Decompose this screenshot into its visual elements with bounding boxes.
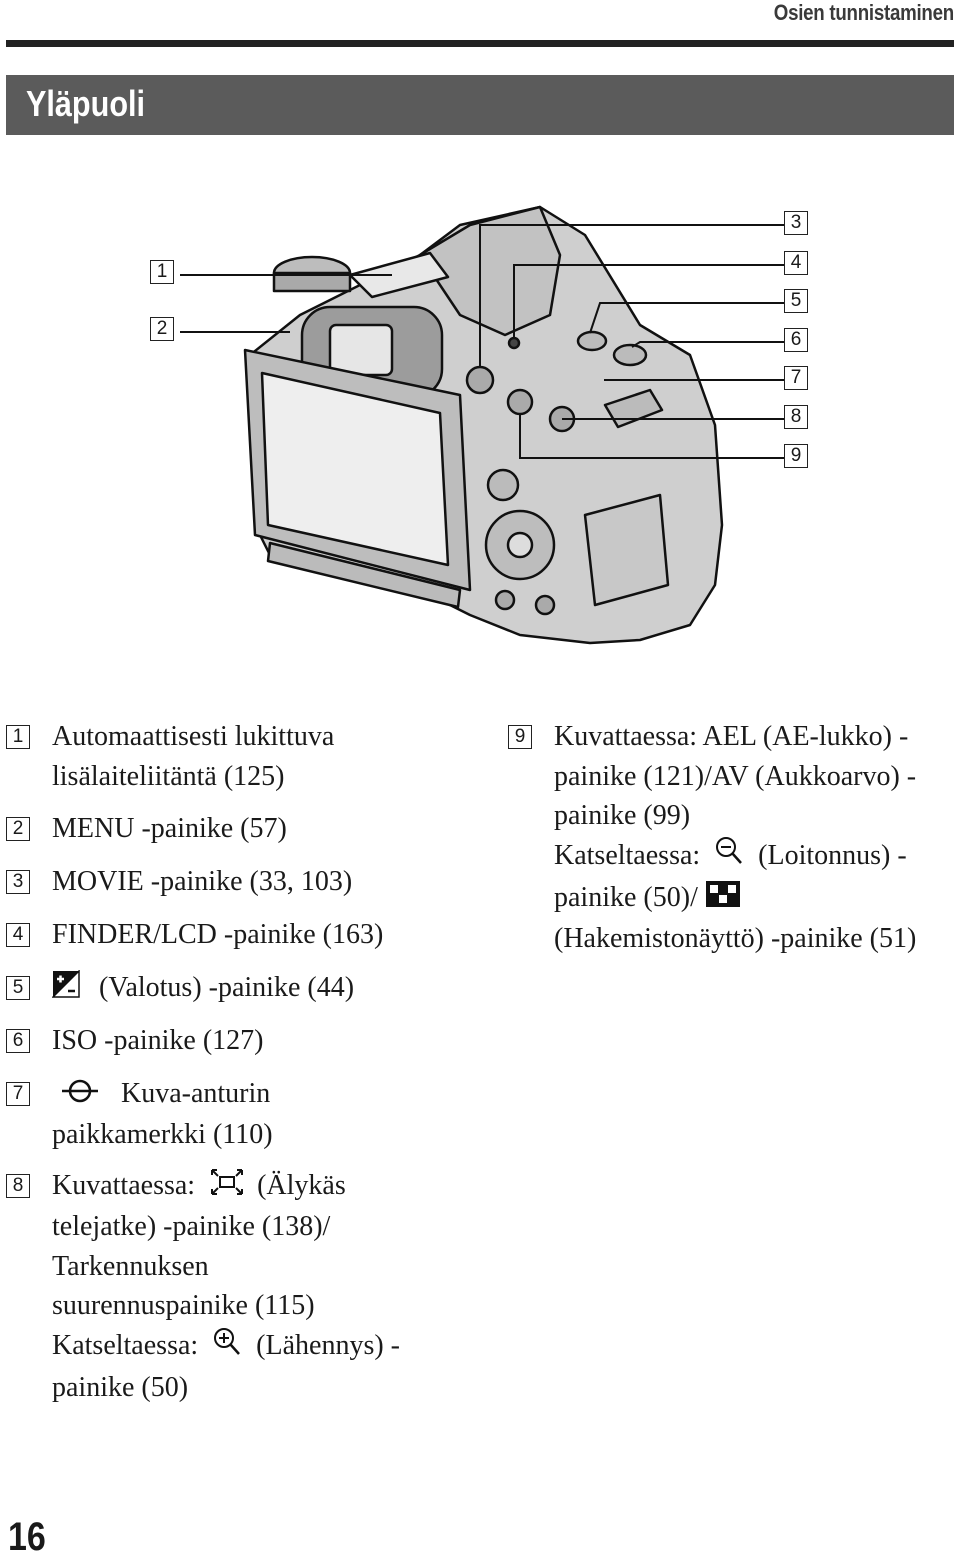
header-rule bbox=[6, 40, 954, 47]
page-number: 16 bbox=[8, 1515, 46, 1559]
legend-text: Kuvattaessa: AEL (AE-lukko) - bbox=[554, 721, 909, 752]
legend-number: 9 bbox=[508, 725, 532, 749]
callout-5: 5 bbox=[784, 289, 808, 313]
callout-7: 7 bbox=[784, 366, 808, 390]
legend-text: (Hakemistonäyttö) -painike (51) bbox=[554, 923, 917, 955]
section-title-bar: Yläpuoli bbox=[6, 75, 954, 135]
legend-text: painike (50) bbox=[52, 1372, 189, 1404]
zoom-out-icon bbox=[715, 836, 743, 878]
exposure-compensation-icon bbox=[51, 969, 80, 1010]
image-sensor-mark-icon bbox=[60, 1076, 100, 1116]
index-view-icon bbox=[705, 880, 741, 920]
legend-text: painike (99) bbox=[554, 800, 691, 831]
section-title: Yläpuoli bbox=[26, 83, 146, 124]
legend-number: 3 bbox=[6, 870, 30, 894]
callout-1: 1 bbox=[150, 260, 174, 284]
camera-illustration: 1 2 3 4 5 6 7 8 9 bbox=[0, 195, 960, 655]
callout-6: 6 bbox=[784, 328, 808, 352]
zoom-in-icon bbox=[213, 1327, 241, 1369]
camera-drawing bbox=[180, 205, 784, 645]
legend-text: telejatke) -painike (138)/ bbox=[52, 1211, 331, 1243]
legend-number: 1 bbox=[6, 725, 30, 749]
legend-number: 5 bbox=[6, 976, 30, 1000]
legend-text: FINDER/LCD -painike (163) bbox=[52, 919, 384, 950]
callout-3: 3 bbox=[784, 211, 808, 235]
legend-number: 6 bbox=[6, 1029, 30, 1053]
callout-8: 8 bbox=[784, 405, 808, 429]
legend-number: 4 bbox=[6, 923, 30, 947]
legend-text: lisälaiteliitäntä (125) bbox=[52, 760, 285, 792]
legend-text: ISO -painike (127) bbox=[52, 1025, 264, 1056]
legend-text: painike (50)/ bbox=[554, 881, 698, 913]
legend-text: MOVIE -painike (33, 103) bbox=[52, 866, 353, 897]
legend-text: MENU -painike (57) bbox=[52, 813, 287, 844]
legend-text: Kuva-anturin bbox=[121, 1078, 271, 1109]
legend-text: Automaattisesti lukittuva bbox=[52, 721, 335, 752]
legend-number: 8 bbox=[6, 1174, 30, 1198]
legend-text: Kuvattaessa: bbox=[52, 1170, 196, 1201]
smart-teleconverter-icon bbox=[210, 1168, 244, 1208]
legend-number: 2 bbox=[6, 817, 30, 841]
legend-text: Katseltaessa: bbox=[52, 1329, 199, 1361]
callout-4: 4 bbox=[784, 251, 808, 275]
callout-2: 2 bbox=[150, 317, 174, 341]
legend-text: (Älykäs bbox=[257, 1170, 346, 1201]
legend-text: (Loitonnus) - bbox=[758, 839, 907, 871]
callout-9: 9 bbox=[784, 444, 808, 468]
header-section-name: Osien tunnistaminen bbox=[773, 0, 954, 25]
legend-text: (Lähennys) - bbox=[256, 1329, 400, 1361]
legend-text: suurennuspainike (115) bbox=[52, 1290, 315, 1322]
legend-text: painike (121)/AV (Aukkoarvo) - bbox=[554, 760, 917, 792]
legend-number: 7 bbox=[6, 1082, 30, 1106]
legend-text: paikkamerkki (110) bbox=[52, 1119, 273, 1151]
legend-text: Katseltaessa: bbox=[554, 839, 701, 871]
legend-text: Tarkennuksen bbox=[52, 1250, 209, 1282]
legend-text: (Valotus) -painike (44) bbox=[99, 972, 355, 1003]
